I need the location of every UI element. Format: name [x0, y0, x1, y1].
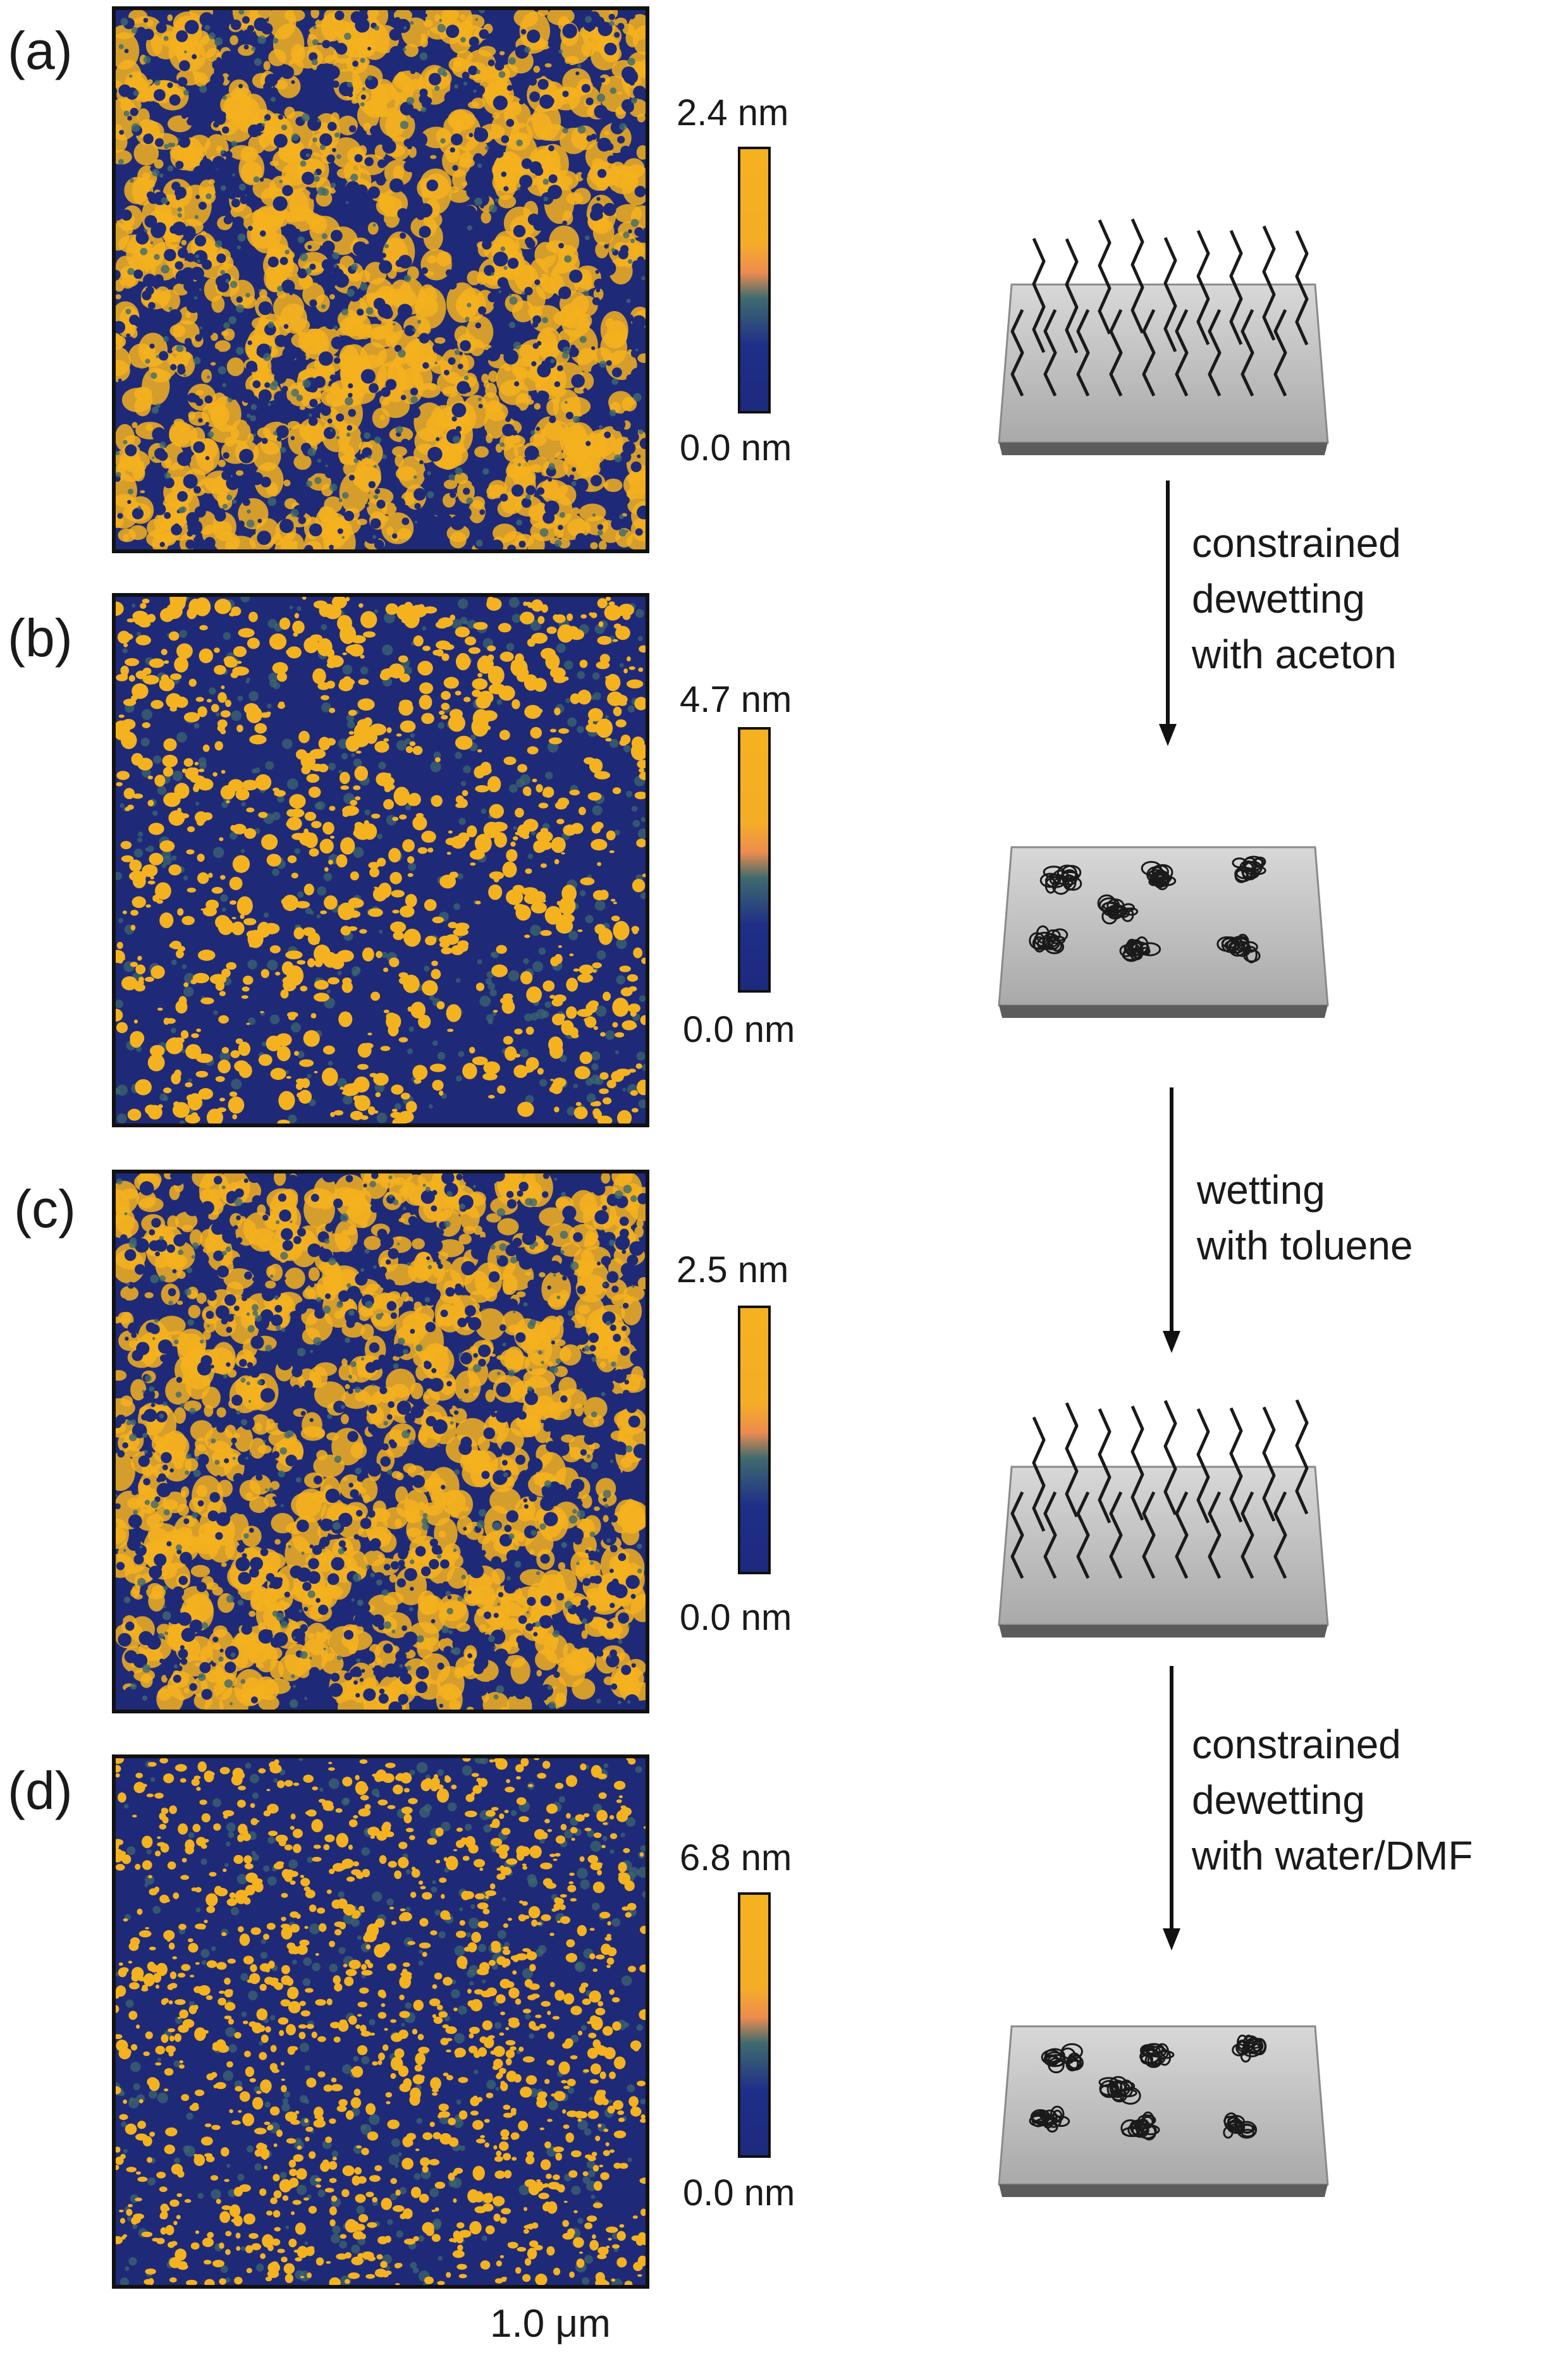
- step-line: dewetting: [1192, 576, 1365, 621]
- colorbar-c: [738, 1306, 771, 1574]
- panel-label-c: (c): [14, 1179, 76, 1239]
- afm-height-map: [116, 1173, 646, 1710]
- afm-height-map: [116, 1758, 646, 2285]
- arrow-down-icon: [1155, 481, 1180, 746]
- polymer-globules-icon: [998, 846, 1329, 1018]
- panel-label-d: (d): [8, 1761, 73, 1820]
- polymer-brush-icon: [998, 218, 1329, 455]
- colorbar-min-b: 0.0 nm: [683, 1009, 795, 1050]
- panel-label-b: (b): [8, 608, 73, 668]
- step-line: constrained: [1192, 520, 1401, 566]
- arrow-down-icon: [1159, 1666, 1184, 1950]
- colorbar-max-b: 4.7 nm: [680, 679, 792, 720]
- afm-image-b: [112, 593, 649, 1127]
- colorbar-min-d: 0.0 nm: [683, 2172, 795, 2213]
- step-line: constrained: [1192, 1722, 1401, 1767]
- panel-label-a: (a): [8, 21, 73, 80]
- colorbar-max-d: 6.8 nm: [680, 1837, 792, 1878]
- schematic-dewetted-2: [974, 2001, 1353, 2235]
- schematic-brush-1: [974, 196, 1353, 462]
- step-line: with water/DMF: [1192, 1833, 1473, 1878]
- afm-height-map: [116, 597, 646, 1123]
- step-line: dewetting: [1192, 1777, 1365, 1823]
- scale-bar-label: 1.0 μm: [490, 2302, 611, 2346]
- colorbar-min-c: 0.0 nm: [680, 1597, 792, 1638]
- step-line: with toluene: [1197, 1223, 1413, 1268]
- colorbar-b: [738, 727, 771, 993]
- afm-image-d: [112, 1754, 649, 2289]
- step-line: wetting: [1197, 1167, 1325, 1213]
- schematic-dewetted-1: [974, 822, 1353, 1056]
- step-line: with aceton: [1192, 632, 1397, 677]
- afm-image-c: [112, 1170, 649, 1713]
- afm-height-map: [116, 10, 646, 549]
- colorbar-a: [738, 147, 771, 413]
- step-label-dewetting-water-dmf: constrained dewetting with water/DMF: [1192, 1717, 1473, 1883]
- step-label-wetting-toluene: wetting with toluene: [1197, 1162, 1413, 1273]
- schematic-brush-2: [974, 1378, 1353, 1644]
- colorbar-max-c: 2.5 nm: [677, 1249, 789, 1290]
- polymer-brush-icon: [998, 1399, 1329, 1638]
- arrow-down-icon: [1159, 1087, 1184, 1353]
- colorbar-min-a: 0.0 nm: [680, 427, 792, 468]
- colorbar-d: [738, 1892, 771, 2158]
- polymer-globules-icon: [998, 2025, 1329, 2197]
- step-label-dewetting-aceton: constrained dewetting with aceton: [1192, 515, 1401, 682]
- afm-image-a: [112, 6, 649, 553]
- colorbar-max-a: 2.4 nm: [677, 92, 789, 133]
